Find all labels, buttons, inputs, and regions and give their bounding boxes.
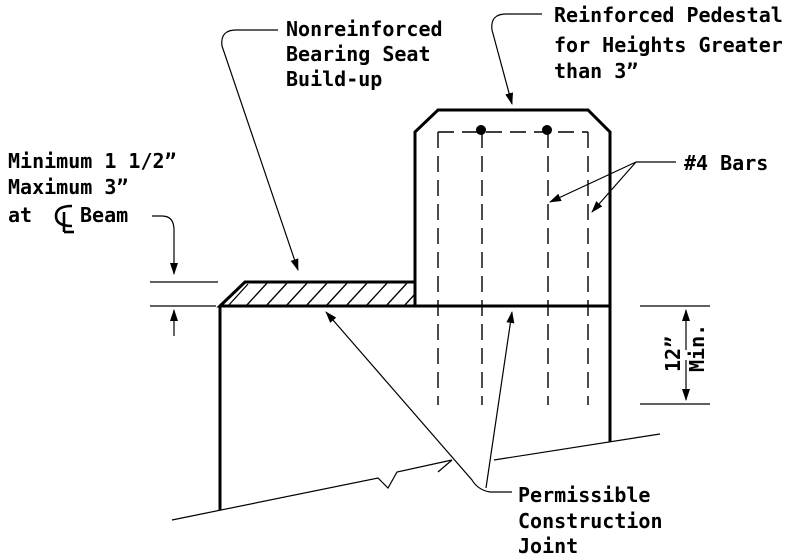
label-min-max: Minimum 1 1/2” Maximum 3” at Beam: [8, 149, 189, 227]
break-line: [171, 433, 661, 521]
label-nonreinforced-line3: Build-up: [286, 67, 382, 91]
leader-min-max: [152, 215, 178, 275]
label-reinforced-line1: Reinforced Pedestal: [554, 3, 783, 27]
label-dimension-min: Min.: [685, 324, 709, 372]
bar-dot-right: [542, 125, 552, 135]
label-nonreinforced: Nonreinforced Bearing Seat Build-up: [286, 17, 455, 91]
label-bars: #4 Bars: [684, 151, 768, 175]
label-nonreinforced-line2: Bearing Seat: [286, 42, 431, 66]
bearing-seat-buildup: [216, 280, 417, 308]
label-min-line: Minimum 1 1/2”: [8, 149, 177, 173]
leader-bars: [549, 161, 676, 213]
bar-dot-left: [476, 125, 486, 135]
label-dimension: 12” Min.: [661, 324, 709, 372]
label-at: at: [8, 203, 32, 227]
label-reinforced-line3: than 3”: [554, 59, 638, 83]
leader-construction-joint: [325, 311, 515, 493]
buildup-hatching: [227, 281, 416, 307]
label-nonreinforced-line1: Nonreinforced: [286, 17, 443, 41]
label-dimension-12: 12”: [661, 336, 685, 372]
label-reinforced: Reinforced Pedestal for Heights Greater …: [554, 3, 795, 83]
concrete-seat-outline: [218, 304, 612, 510]
label-beam: Beam: [80, 203, 128, 227]
leader-nonreinforced: [221, 29, 299, 271]
label-cj-line3: Joint: [518, 534, 578, 558]
centerline-icon: [54, 204, 74, 234]
label-cj-line1: Permissible: [518, 483, 650, 507]
label-max-line: Maximum 3”: [8, 175, 128, 199]
label-construction-joint: Permissible Construction Joint: [518, 483, 675, 558]
leader-reinforced: [491, 13, 542, 105]
dimension-12-min: [640, 305, 710, 405]
label-reinforced-line2: for Heights Greater: [554, 33, 783, 57]
reinforced-pedestal: [413, 108, 612, 306]
dimension-buildup: [150, 281, 218, 336]
label-cj-line2: Construction: [518, 509, 663, 533]
reinforcing-bars: [437, 125, 589, 405]
